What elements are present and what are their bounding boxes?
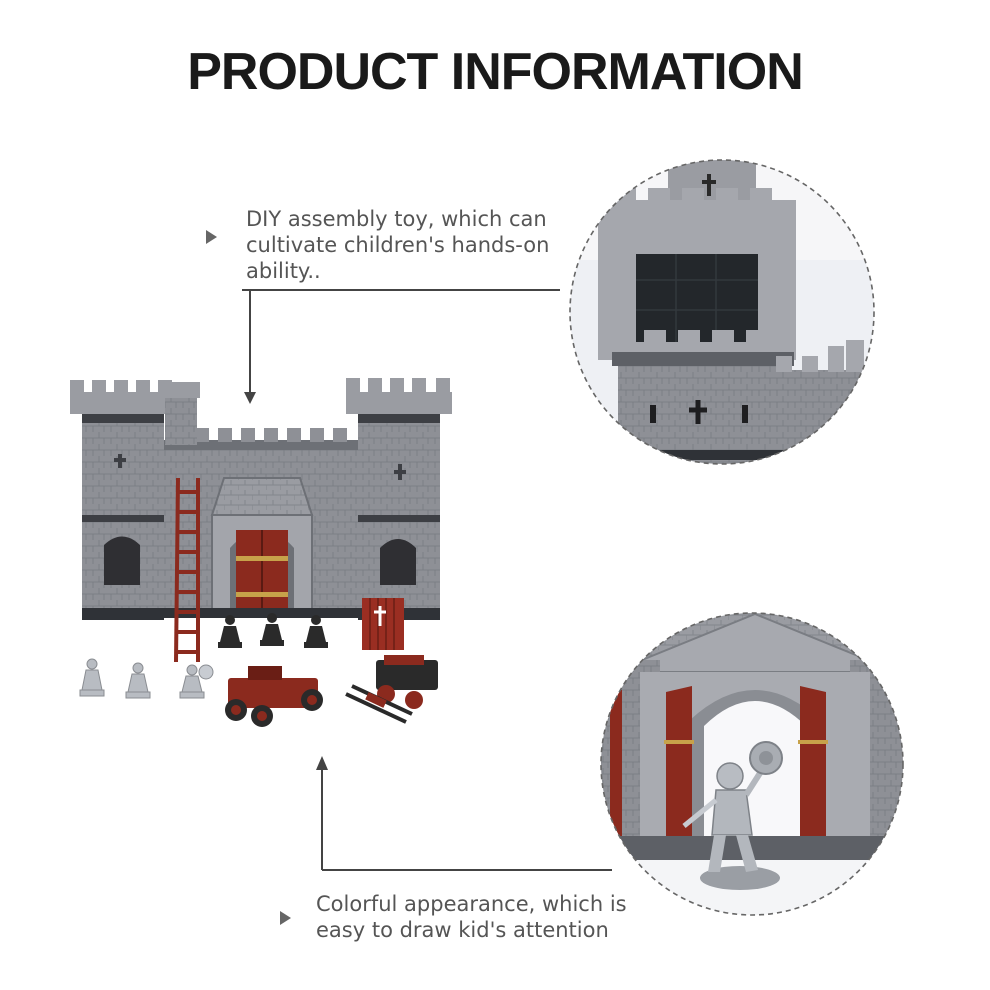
callout-colorful-appearance: Colorful appearance, which is easy to dr… xyxy=(280,891,646,943)
tower-detail-photo xyxy=(570,160,874,464)
castle-photo xyxy=(70,378,452,727)
page-title: PRODUCT INFORMATION xyxy=(187,43,804,101)
knight-figure xyxy=(682,741,783,890)
callout-diy-assembly: DIY assembly toy, which can cultivate ch… xyxy=(206,206,566,284)
callout-line: Colorful appearance, which is xyxy=(316,892,627,916)
connector-lines xyxy=(242,289,612,871)
callout-line: DIY assembly toy, which can xyxy=(246,207,547,231)
gate-detail-photo xyxy=(601,613,903,915)
palisade xyxy=(362,598,404,650)
triangle-right-icon xyxy=(280,911,291,925)
ladder xyxy=(174,477,200,663)
arrow-down-icon xyxy=(244,392,256,404)
tower-detail-frame xyxy=(569,159,875,465)
small-catapult xyxy=(345,655,438,724)
arrow-up-icon xyxy=(316,756,328,770)
callout-line: cultivate children's hands-on xyxy=(246,233,550,257)
black-soldiers xyxy=(218,613,328,648)
red-catapult xyxy=(225,666,323,727)
callout-line: ability.. xyxy=(246,259,321,283)
gate-detail-frame xyxy=(600,612,904,916)
callout-line: easy to draw kid's attention xyxy=(316,918,609,942)
triangle-right-icon xyxy=(206,230,217,244)
silver-knights xyxy=(79,658,214,699)
